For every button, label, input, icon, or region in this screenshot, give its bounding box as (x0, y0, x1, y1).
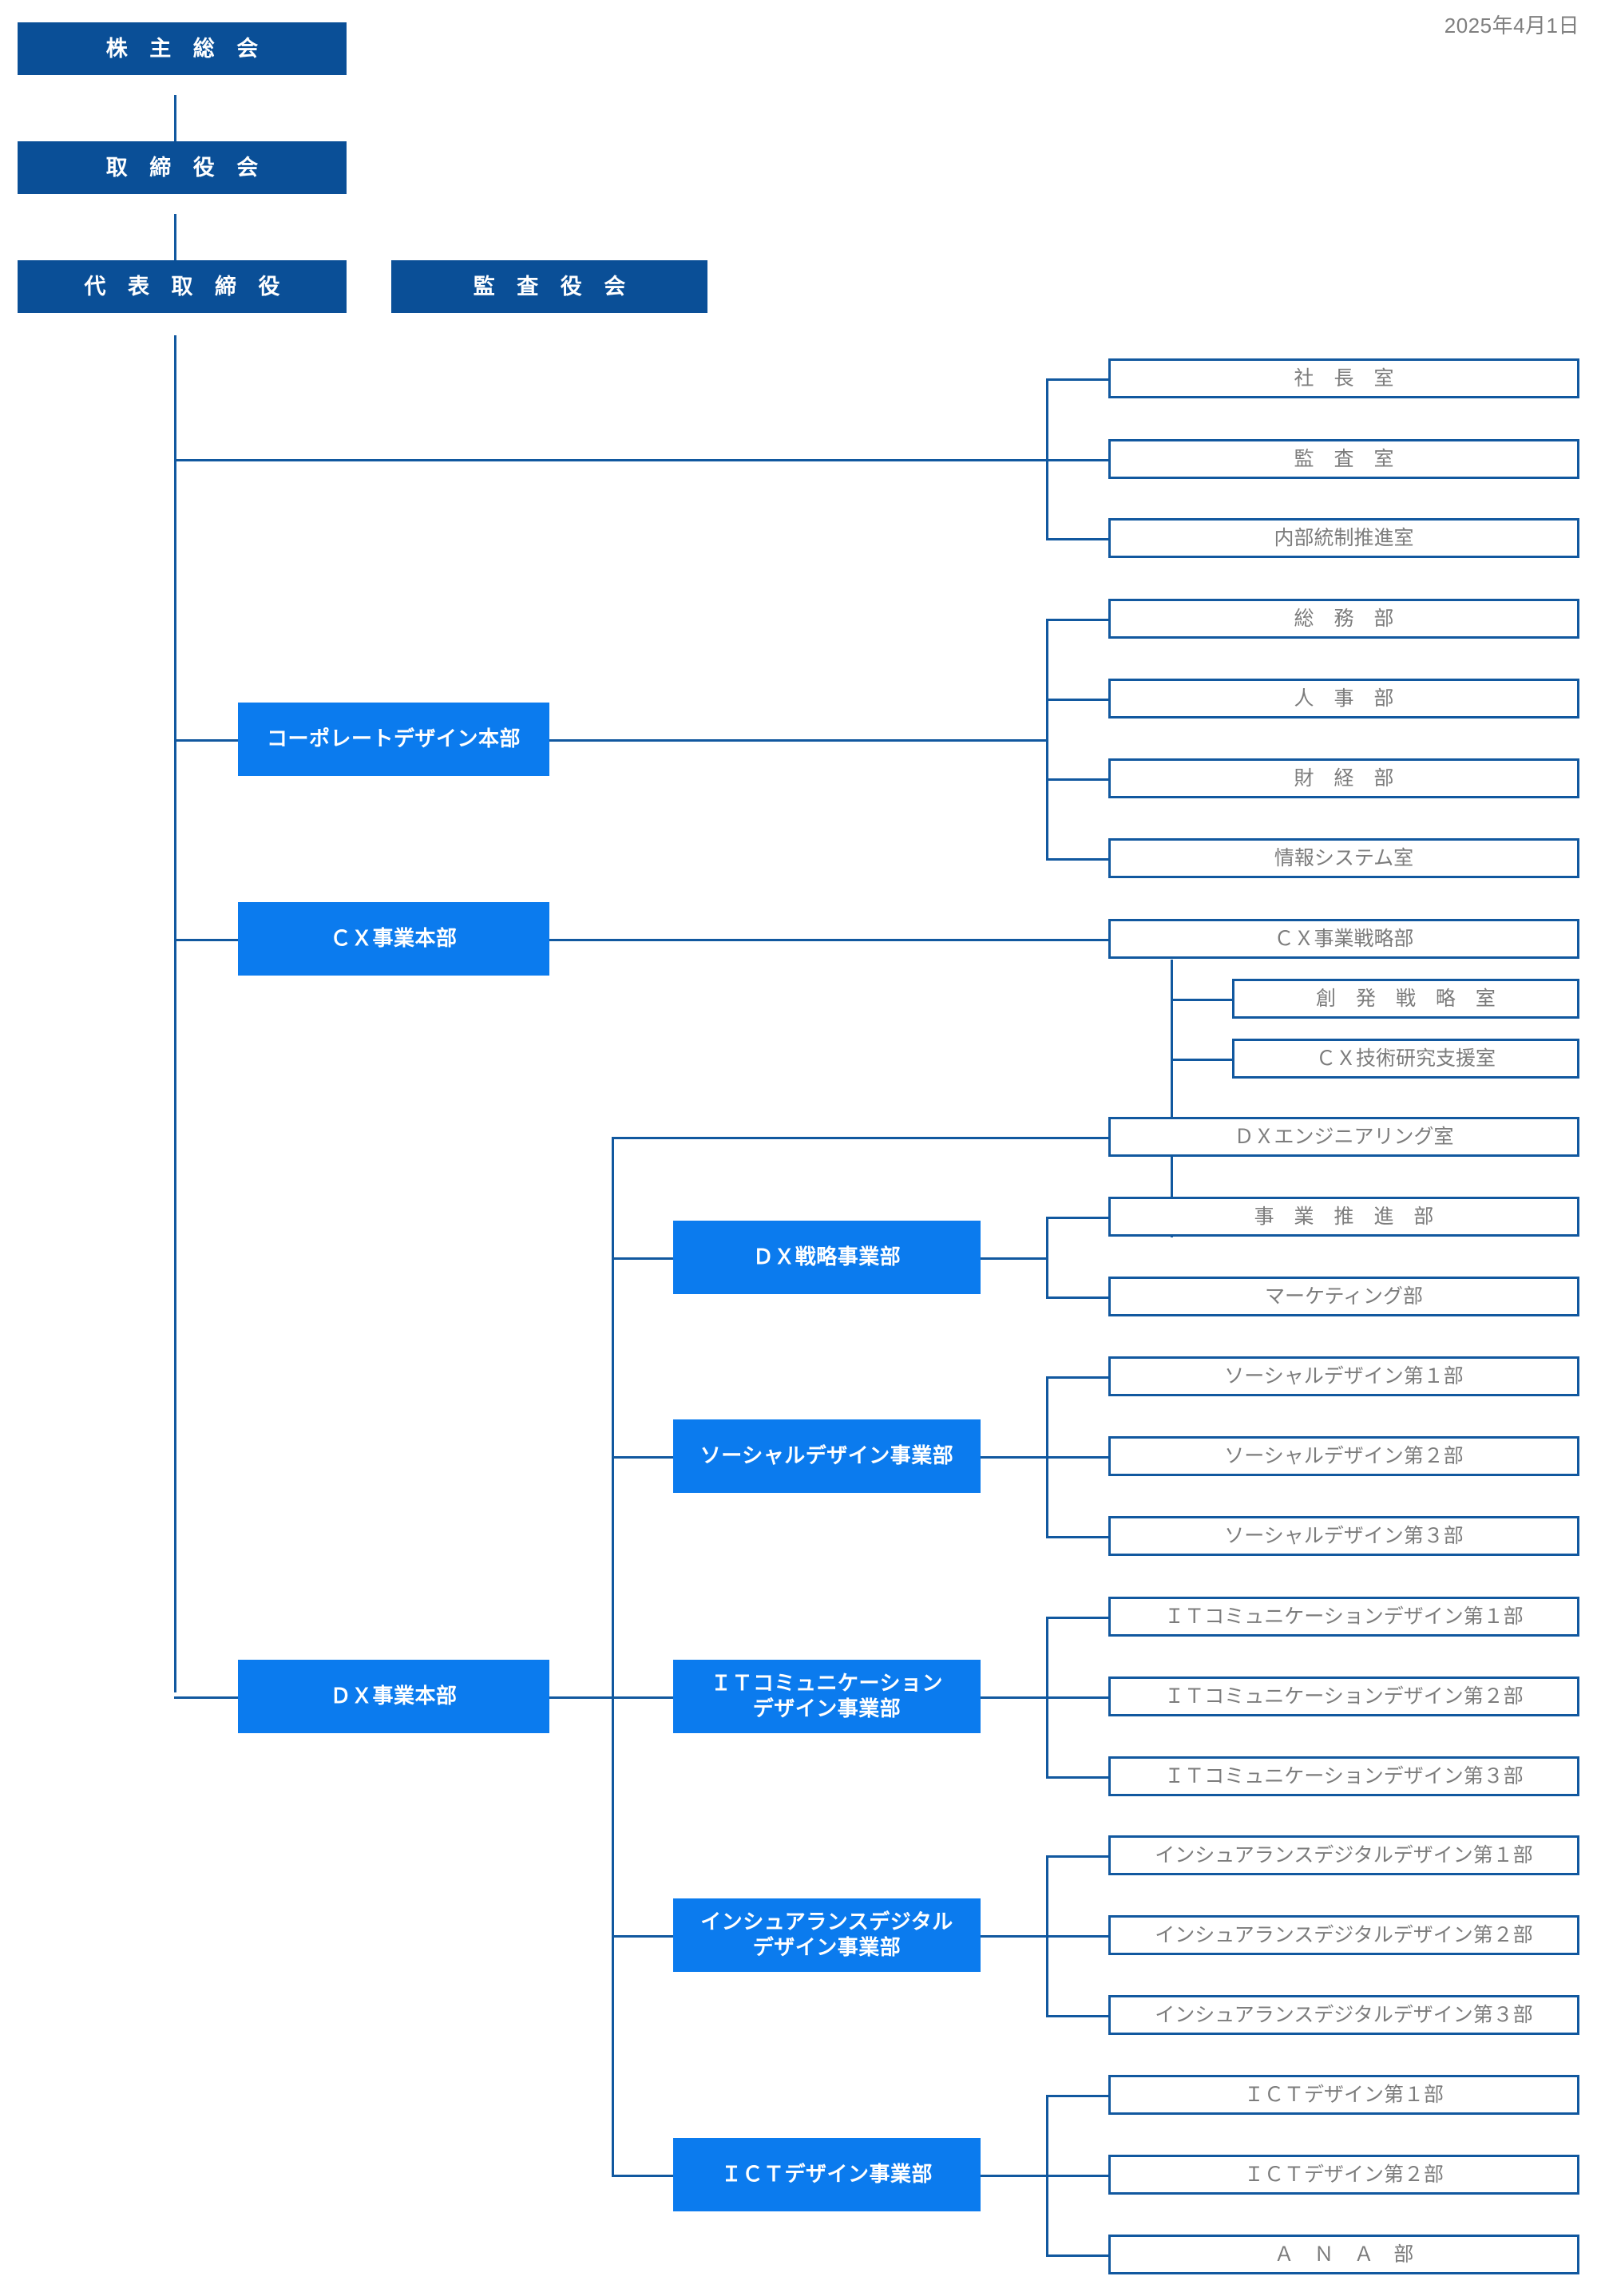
node-insurance-digital-design-business-dept[interactable]: インシュアランスデジタル デザイン事業部 (673, 1898, 981, 1972)
node-ict-design-dept-1[interactable]: ＩＣＴデザイン第１部 (1108, 2075, 1579, 2115)
chart-date-label: 2025年4月1日 (1444, 14, 1579, 38)
connector-to-presidents-office (1046, 378, 1110, 381)
connector-to-ict-design-dept-2 (1046, 2175, 1110, 2177)
node-it-communication-design-dept-3[interactable]: ＩＴコミュニケーションデザイン第３部 (1108, 1756, 1579, 1796)
node-business-promotion-dept[interactable]: 事 業 推 進 部 (1108, 1197, 1579, 1237)
node-human-resources-dept[interactable]: 人 事 部 (1108, 679, 1579, 718)
connector-to-audit-office (1046, 459, 1110, 461)
connector-trunk-to-dx-hq (174, 1696, 238, 1699)
connector-corporate-hq-to-comb (549, 739, 1048, 742)
node-social-design-dept-2[interactable]: ソーシャルデザイン第２部 (1108, 1436, 1579, 1476)
connector-to-human-resources (1046, 699, 1110, 701)
corporate-depts-stem (1046, 619, 1048, 860)
connector-to-insurance-digital-dept-1 (1046, 1855, 1110, 1858)
connector-to-it-communication-dept-2 (1046, 1696, 1110, 1699)
node-dx-business-hq[interactable]: ＤＸ事業本部 (238, 1660, 549, 1733)
connector-to-insurance-digital-dept-3 (1046, 2015, 1110, 2017)
connector-ict-design-to-comb (981, 2175, 1048, 2177)
connector-trunk-to-direct-offices (174, 459, 1048, 461)
connector-cx-hq-to-strategy-dept (549, 939, 1110, 941)
node-it-communication-design-dept-1[interactable]: ＩＴコミュニケーションデザイン第１部 (1108, 1597, 1579, 1637)
connector-social-design-to-comb (981, 1456, 1048, 1459)
connector-to-business-promotion-dept (1046, 1217, 1110, 1219)
connector-to-it-communication-dept-3 (1046, 1776, 1110, 1779)
connector-insurance-digital-to-comb (981, 1935, 1048, 1938)
connector-board-to-representative (174, 214, 176, 261)
node-corporate-design-hq[interactable]: コーポレートデザイン本部 (238, 703, 549, 776)
node-cx-business-strategy-dept[interactable]: ＣＸ事業戦略部 (1108, 919, 1579, 959)
node-dx-strategy-business-dept[interactable]: ＤＸ戦略事業部 (673, 1221, 981, 1294)
connector-to-information-systems (1046, 858, 1110, 861)
connector-dx-strategy-to-comb (981, 1257, 1048, 1260)
node-information-systems-office[interactable]: 情報システム室 (1108, 838, 1579, 878)
node-it-communication-design-business-dept[interactable]: ＩＴコミュニケーション デザイン事業部 (673, 1660, 981, 1733)
connector-to-marketing-dept (1046, 1296, 1110, 1299)
connector-to-it-communication-dept-1 (1046, 1617, 1110, 1619)
node-board-of-directors[interactable]: 取 締 役 会 (18, 141, 347, 194)
connector-to-ict-design-dept-1 (1046, 2095, 1110, 2097)
connector-shareholders-to-board (174, 95, 176, 143)
connector-dx-hq-to-subdivision-trunk (549, 1696, 613, 1699)
connector-to-ana-dept (1046, 2254, 1110, 2257)
connector-to-social-design-dept-2 (1046, 1456, 1110, 1459)
connector-to-dx-strategy-business-dept (612, 1257, 676, 1260)
connector-to-finance-accounting (1046, 778, 1110, 781)
dx-subdivision-trunk (612, 1137, 614, 2175)
node-representative-director[interactable]: 代 表 取 締 役 (18, 260, 347, 313)
connector-to-dx-engineering-office (612, 1137, 1110, 1139)
main-trunk-line (174, 335, 176, 1692)
node-insurance-digital-design-dept-3[interactable]: インシュアランスデジタルデザイン第３部 (1108, 1995, 1579, 2035)
node-creation-strategy-office[interactable]: 創 発 戦 略 室 (1232, 979, 1579, 1019)
connector-to-internal-control-office (1046, 538, 1110, 540)
connector-trunk-to-corporate-design-hq (174, 739, 238, 742)
connector-to-social-design-business-dept (612, 1456, 676, 1459)
dx-strategy-depts-stem (1046, 1217, 1048, 1299)
connector-to-it-communication-business-dept (612, 1696, 676, 1699)
connector-to-insurance-digital-business-dept (612, 1935, 676, 1938)
node-dx-engineering-office[interactable]: ＤＸエンジニアリング室 (1108, 1117, 1579, 1157)
node-ict-design-business-dept[interactable]: ＩＣＴデザイン事業部 (673, 2138, 981, 2211)
connector-to-cx-tech-research-office (1171, 1059, 1233, 1061)
node-internal-control-office[interactable]: 内部統制推進室 (1108, 518, 1579, 558)
node-marketing-dept[interactable]: マーケティング部 (1108, 1277, 1579, 1316)
connector-to-insurance-digital-dept-2 (1046, 1935, 1110, 1938)
connector-to-social-design-dept-1 (1046, 1376, 1110, 1379)
node-finance-accounting-dept[interactable]: 財 経 部 (1108, 758, 1579, 798)
node-insurance-digital-design-dept-1[interactable]: インシュアランスデジタルデザイン第１部 (1108, 1835, 1579, 1875)
node-social-design-business-dept[interactable]: ソーシャルデザイン事業部 (673, 1419, 981, 1493)
node-social-design-dept-1[interactable]: ソーシャルデザイン第１部 (1108, 1356, 1579, 1396)
connector-to-ict-design-business-dept (612, 2175, 676, 2177)
connector-trunk-to-cx-hq (174, 939, 238, 941)
connector-to-general-affairs (1046, 619, 1110, 621)
node-insurance-digital-design-dept-2[interactable]: インシュアランスデジタルデザイン第２部 (1108, 1915, 1579, 1955)
node-cx-technology-research-support-office[interactable]: ＣＸ技術研究支援室 (1232, 1039, 1579, 1079)
node-presidents-office[interactable]: 社 長 室 (1108, 358, 1579, 398)
connector-to-social-design-dept-3 (1046, 1536, 1110, 1538)
connector-it-communication-to-comb (981, 1696, 1048, 1699)
node-it-communication-design-dept-2[interactable]: ＩＴコミュニケーションデザイン第２部 (1108, 1676, 1579, 1716)
node-general-affairs-dept[interactable]: 総 務 部 (1108, 599, 1579, 639)
node-ict-design-dept-2[interactable]: ＩＣＴデザイン第２部 (1108, 2155, 1579, 2195)
node-audit-office[interactable]: 監 査 室 (1108, 439, 1579, 479)
cx-strategy-children-stem (1171, 960, 1173, 1237)
connector-to-creation-strategy-office (1171, 999, 1233, 1001)
node-ana-dept[interactable]: Ａ Ｎ Ａ 部 (1108, 2235, 1579, 2274)
node-shareholders-meeting[interactable]: 株 主 総 会 (18, 22, 347, 75)
node-social-design-dept-3[interactable]: ソーシャルデザイン第３部 (1108, 1516, 1579, 1556)
node-cx-business-hq[interactable]: ＣＸ事業本部 (238, 902, 549, 976)
node-board-of-auditors[interactable]: 監 査 役 会 (391, 260, 707, 313)
